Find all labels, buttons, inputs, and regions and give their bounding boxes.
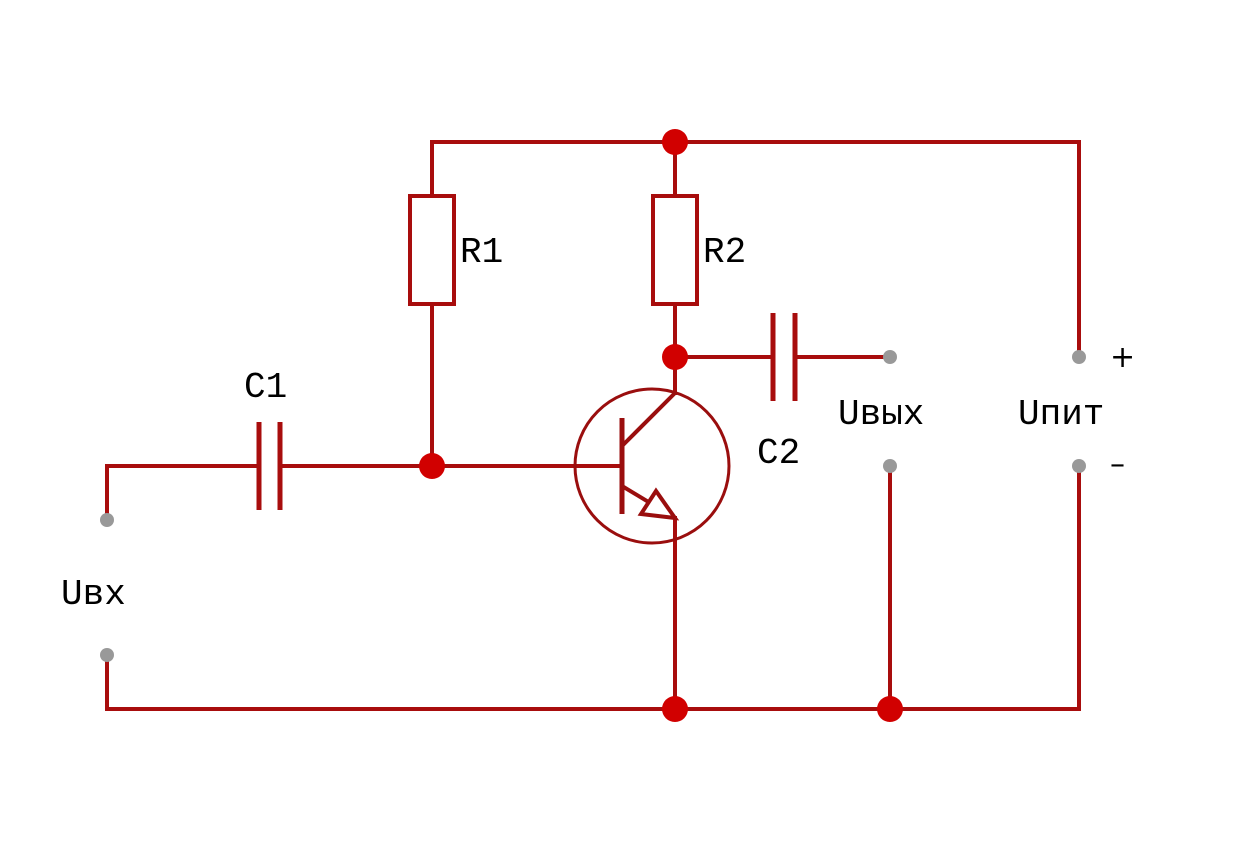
junction-supply-top — [662, 129, 688, 155]
terminal-input-bottom — [100, 648, 114, 662]
junction-ground-output — [877, 696, 903, 722]
wire-supply-rail — [430, 140, 1081, 359]
terminals — [100, 350, 1086, 662]
transistor-npn — [573, 387, 731, 545]
transistor-collector-lead — [620, 391, 677, 448]
label-input-voltage: Uвх — [61, 574, 126, 615]
terminal-output-bottom — [883, 459, 897, 473]
label-supply-plus: + — [1110, 340, 1135, 375]
terminal-input-top — [100, 513, 114, 527]
label-supply-minus: – — [1110, 447, 1125, 482]
resistor-r1 — [408, 194, 456, 306]
label-output-voltage: Uвых — [838, 394, 924, 435]
transistor-body — [573, 387, 731, 545]
capacitor-c1 — [256, 422, 283, 510]
wire-input-top — [105, 464, 260, 522]
label-c1: C1 — [244, 367, 287, 408]
resistor-r2 — [651, 194, 699, 306]
label-r1: R1 — [460, 232, 503, 273]
terminal-supply-minus — [1072, 459, 1086, 473]
capacitor-c2 — [770, 313, 798, 401]
junction-base — [419, 453, 445, 479]
terminal-supply-plus — [1072, 350, 1086, 364]
labels: R1 R2 C1 C2 Uвх Uвых Uпит + – — [61, 232, 1135, 615]
wires — [105, 140, 1081, 711]
junction-collector — [662, 344, 688, 370]
label-c2: C2 — [757, 433, 800, 474]
wire-ground-rail — [105, 464, 1081, 711]
junction-ground-emitter — [662, 696, 688, 722]
terminal-output-top — [883, 350, 897, 364]
junctions — [419, 129, 903, 722]
label-supply-voltage: Uпит — [1018, 394, 1104, 435]
transistor-emitter-arrow-icon — [637, 487, 680, 521]
label-r2: R2 — [703, 232, 746, 273]
